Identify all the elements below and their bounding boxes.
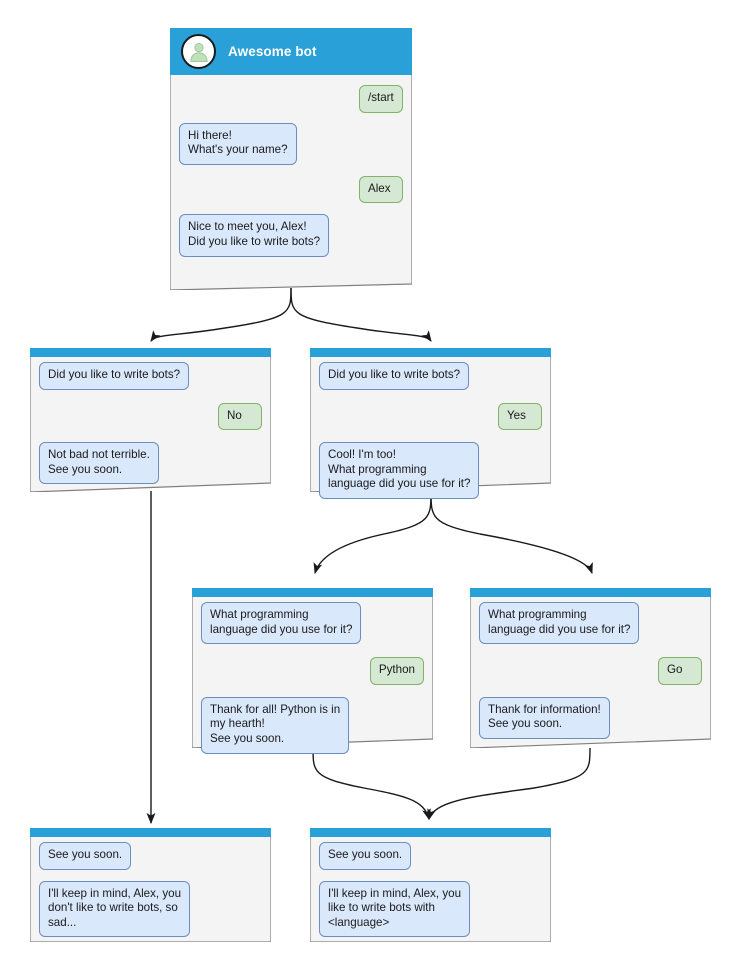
bot-message-bubble[interactable]: Hi there! What's your name? [179, 122, 297, 165]
chat-card-end-sad[interactable]: See you soon. I'll keep in mind, Alex, y… [30, 828, 271, 942]
bot-message-bubble[interactable]: Not bad not terrible. See you soon. [39, 442, 159, 485]
message-row: I'll keep in mind, Alex, you like to wri… [310, 880, 551, 938]
message-row: Thank for information! See you soon. [470, 696, 711, 739]
message-list-branch-yes: Did you like to write bots? Yes Cool! I'… [310, 359, 551, 499]
message-row: What programming language did you use fo… [192, 602, 433, 645]
message-row: What programming language did you use fo… [470, 602, 711, 645]
chat-card-end-happy[interactable]: See you soon. I'll keep in mind, Alex, y… [310, 828, 551, 942]
message-row: Not bad not terrible. See you soon. [30, 442, 271, 485]
message-row: Did you like to write bots? [30, 362, 271, 390]
card-content: Awesome bot /start Hi there! What's your… [170, 28, 412, 290]
bot-message-bubble[interactable]: Did you like to write bots? [39, 362, 190, 390]
connector-python-to-end-happy [312, 747, 431, 821]
message-row: Alex [170, 175, 412, 204]
message-row: No [30, 402, 271, 431]
bot-message-bubble[interactable]: See you soon. [39, 842, 132, 870]
person-avatar-icon [181, 34, 216, 69]
message-row: I'll keep in mind, Alex, you don't like … [30, 880, 271, 938]
message-row: See you soon. [30, 842, 271, 870]
user-message-bubble[interactable]: /start [359, 85, 403, 113]
card-content: What programming language did you use fo… [192, 588, 433, 754]
message-row: /start [170, 85, 412, 113]
bot-message-bubble[interactable]: Thank for information! See you soon. [479, 696, 610, 739]
user-message-bubble[interactable]: Yes [498, 402, 542, 431]
chat-card-root[interactable]: Awesome bot /start Hi there! What's your… [170, 28, 412, 290]
message-list-end-happy: See you soon. I'll keep in mind, Alex, y… [310, 839, 551, 938]
message-list-root: /start Hi there! What's your name? Alex … [170, 79, 412, 257]
card-header-bar [30, 348, 271, 357]
bot-message-bubble[interactable]: What programming language did you use fo… [479, 602, 640, 645]
message-list-branch-python: What programming language did you use fo… [192, 599, 433, 754]
connector-go-to-end-happy [427, 747, 591, 821]
bot-message-bubble[interactable]: Nice to meet you, Alex! Did you like to … [179, 214, 330, 257]
card-header-bar [30, 828, 271, 837]
chat-card-branch-yes[interactable]: Did you like to write bots? Yes Cool! I'… [310, 348, 551, 499]
bot-message-bubble[interactable]: What programming language did you use fo… [201, 602, 362, 645]
message-row: Yes [310, 402, 551, 431]
bot-name-label: Awesome bot [228, 44, 317, 59]
card-header-bar [310, 828, 551, 837]
message-row: See you soon. [310, 842, 551, 870]
card-header-bar [310, 348, 551, 357]
connector-root-to-no [150, 287, 292, 342]
user-message-bubble[interactable]: No [218, 402, 262, 431]
connector-yes-to-python [313, 491, 432, 575]
bot-message-bubble[interactable]: Cool! I'm too! What programming language… [319, 442, 480, 499]
message-list-end-sad: See you soon. I'll keep in mind, Alex, y… [30, 839, 271, 938]
message-row: Cool! I'm too! What programming language… [310, 442, 551, 499]
message-row: Did you like to write bots? [310, 362, 551, 390]
connector-yes-to-go [430, 491, 593, 575]
message-row: Nice to meet you, Alex! Did you like to … [170, 214, 412, 257]
message-list-branch-no: Did you like to write bots? No Not bad n… [30, 359, 271, 485]
chat-card-branch-python[interactable]: What programming language did you use fo… [192, 588, 433, 754]
card-header-bar [470, 588, 711, 597]
message-row: Python [192, 657, 433, 685]
message-row: Thank for all! Python is in my hearth! S… [192, 696, 433, 754]
card-header-bar [192, 588, 433, 597]
user-message-bubble[interactable]: Go [658, 657, 702, 685]
bot-message-bubble[interactable]: Thank for all! Python is in my hearth! S… [201, 696, 350, 754]
connector-root-to-yes [290, 287, 432, 342]
card-header-root: Awesome bot [170, 28, 412, 75]
bot-message-bubble[interactable]: I'll keep in mind, Alex, you don't like … [39, 880, 191, 938]
bot-message-bubble[interactable]: Did you like to write bots? [319, 362, 470, 390]
card-content: See you soon. I'll keep in mind, Alex, y… [30, 828, 271, 942]
message-list-branch-go: What programming language did you use fo… [470, 599, 711, 739]
bot-message-bubble[interactable]: I'll keep in mind, Alex, you like to wri… [319, 880, 471, 938]
card-content: See you soon. I'll keep in mind, Alex, y… [310, 828, 551, 942]
card-content: Did you like to write bots? No Not bad n… [30, 348, 271, 492]
card-content: Did you like to write bots? Yes Cool! I'… [310, 348, 551, 499]
user-message-bubble[interactable]: Python [369, 657, 424, 685]
card-content: What programming language did you use fo… [470, 588, 711, 748]
chat-card-branch-go[interactable]: What programming language did you use fo… [470, 588, 711, 748]
message-row: Hi there! What's your name? [170, 122, 412, 165]
chat-card-branch-no[interactable]: Did you like to write bots? No Not bad n… [30, 348, 271, 492]
user-message-bubble[interactable]: Alex [359, 175, 403, 204]
bot-message-bubble[interactable]: See you soon. [319, 842, 412, 870]
message-row: Go [470, 657, 711, 685]
